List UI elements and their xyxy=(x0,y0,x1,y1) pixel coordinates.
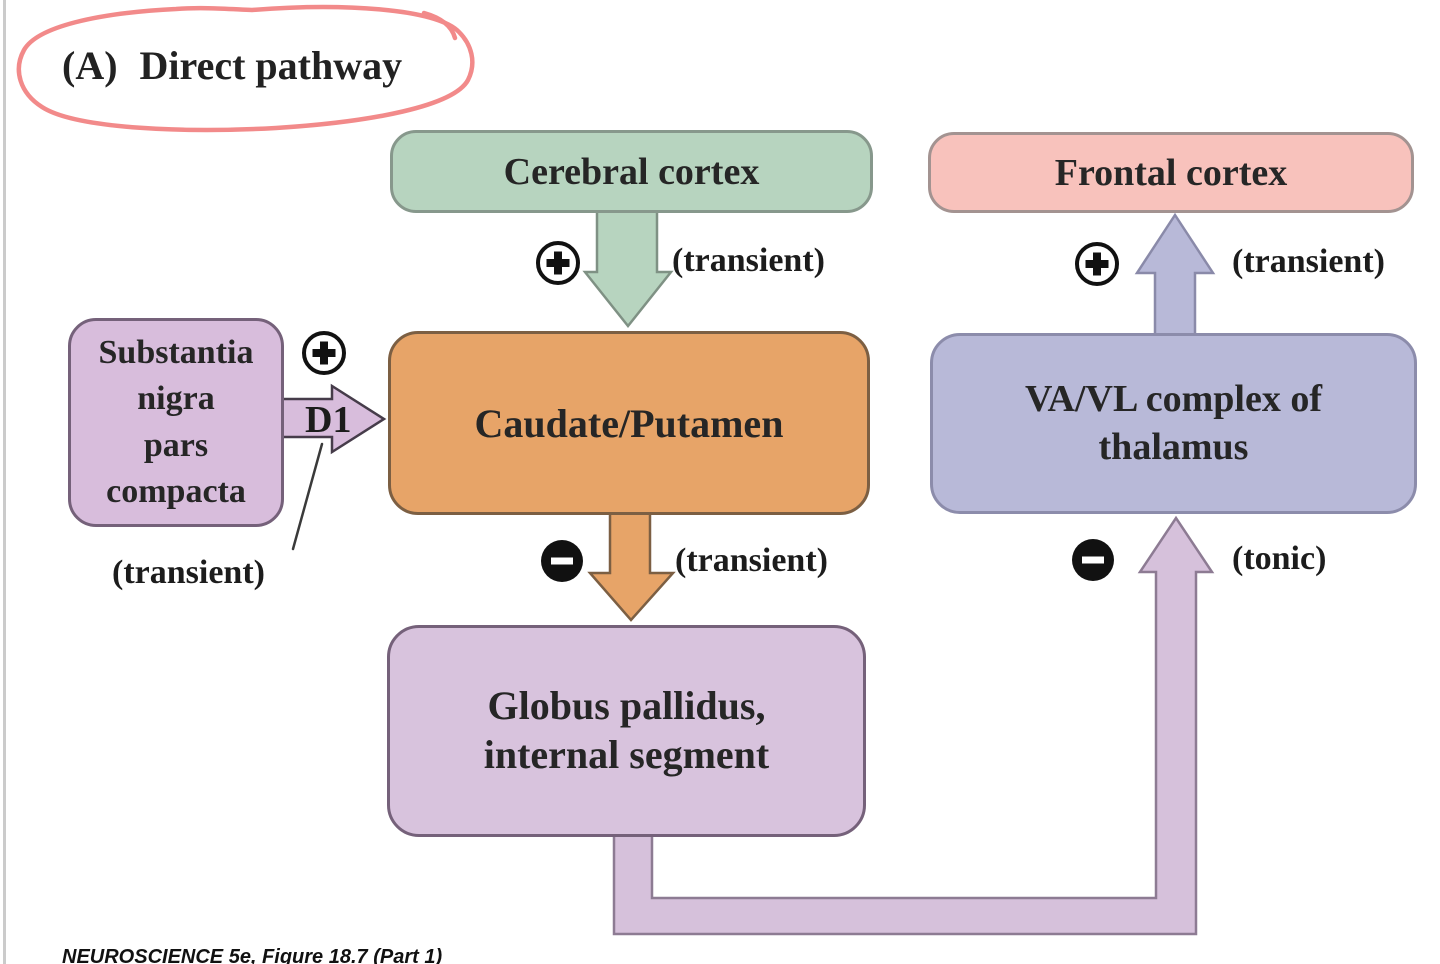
minus-circle-icon xyxy=(1072,539,1114,581)
thalamus-to-frontal-arrow xyxy=(1134,212,1216,343)
node-label-line: nigra xyxy=(137,380,215,418)
node-label: Frontal cortex xyxy=(1054,151,1288,194)
page-edge-line xyxy=(3,0,6,964)
node-label: Caudate/Putamen xyxy=(474,400,784,446)
node-label-line: Globus pallidus, xyxy=(487,683,766,729)
striatum-to-gpi-arrow xyxy=(587,505,676,622)
label-gpi-thalamus-tonic: (tonic) xyxy=(1232,540,1327,577)
node-label-line: pars xyxy=(143,426,209,464)
node-caudate-putamen: Caudate/Putamen xyxy=(388,331,870,515)
minus-circle-icon xyxy=(541,540,583,582)
plus-circle-icon xyxy=(1075,242,1119,286)
node-label: Cerebral cortex xyxy=(503,150,760,193)
snc-callout-line xyxy=(291,442,324,551)
node-frontal-cortex: Frontal cortex xyxy=(928,132,1414,213)
red-circle-annotation xyxy=(16,4,475,133)
figure-title: (A) Direct pathway xyxy=(62,42,402,89)
node-globus-pallidus: Globus pallidus, internal segment xyxy=(387,625,866,837)
node-cerebral-cortex: Cerebral cortex xyxy=(390,130,873,213)
plus-circle-icon xyxy=(536,241,580,285)
node-label-line: Substantia xyxy=(98,334,254,372)
figure-title-prefix: (A) xyxy=(62,43,118,88)
label-thalamus-frontal-transient: (transient) xyxy=(1232,243,1385,280)
node-label-line: compacta xyxy=(106,472,246,510)
label-snc-striatum-transient: (transient) xyxy=(112,554,265,591)
figure-source-caption: NEUROSCIENCE 5e, Figure 18.7 (Part 1) xyxy=(62,946,443,964)
plus-circle-icon xyxy=(302,331,346,375)
cortex-to-striatum-arrow xyxy=(582,202,674,329)
node-label-line: internal segment xyxy=(483,732,770,777)
label-d1-receptor: D1 xyxy=(305,399,352,441)
node-substantia-nigra: Substantia nigra pars compacta xyxy=(68,318,284,527)
label-striatum-gpi-transient: (transient) xyxy=(675,542,828,579)
node-label-line: thalamus xyxy=(1098,425,1249,468)
gpi-to-thalamus-arrow xyxy=(612,515,1215,936)
node-label-line: VA/VL complex of xyxy=(1025,378,1322,420)
label-cortex-striatum-transient: (transient) xyxy=(672,242,825,279)
node-vavl-thalamus: VA/VL complex of thalamus xyxy=(930,333,1417,514)
figure-title-text: Direct pathway xyxy=(139,43,403,88)
snc-to-striatum-arrow xyxy=(278,383,387,455)
